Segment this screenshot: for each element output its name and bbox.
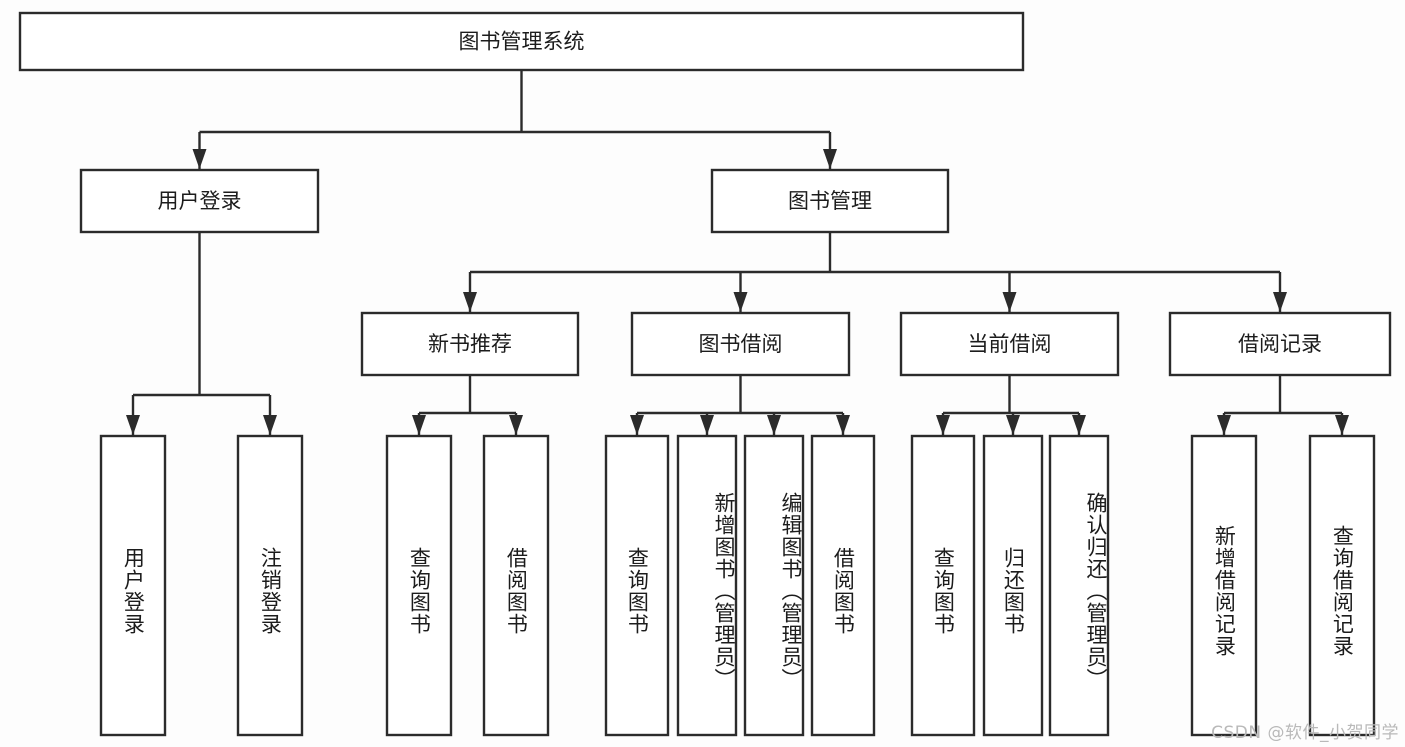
node-box-确认归还管理员[interactable] (1048, 434, 1110, 737)
node-box-用户登录[interactable] (99, 434, 167, 737)
arrow-head-icon (463, 292, 477, 312)
arrow-head-icon (1072, 415, 1086, 435)
node-box-查询图书[interactable] (910, 434, 976, 737)
arrow-head-icon (1273, 292, 1287, 312)
arrow-head-icon (700, 415, 714, 435)
arrow-head-icon (630, 415, 644, 435)
node-box-编辑图书管理员[interactable] (743, 434, 805, 737)
node-box-归还图书[interactable] (982, 434, 1044, 737)
node-label-新书推荐: 新书推荐 (428, 332, 512, 356)
node-box-新增图书管理员[interactable] (676, 434, 738, 737)
node-box-新增借阅记录[interactable] (1190, 434, 1258, 737)
arrow-head-icon (836, 415, 850, 435)
arrow-head-icon (733, 292, 748, 312)
arrow-head-icon (1002, 292, 1017, 312)
node-box-新书推荐[interactable] (360, 311, 580, 377)
node-label-图书管理系统: 图书管理系统 (459, 30, 585, 54)
arrow-head-icon (767, 415, 781, 435)
node-box-用户登录[interactable] (79, 168, 320, 234)
node-box-查询图书[interactable] (604, 434, 670, 737)
arrow-head-icon (823, 149, 837, 169)
node-box-查询借阅记录[interactable] (1308, 434, 1376, 737)
node-box-图书管理系统[interactable] (18, 11, 1025, 72)
arrow-head-icon (509, 415, 523, 435)
node-label-图书借阅: 图书借阅 (699, 332, 783, 356)
arrow-head-icon (263, 415, 277, 435)
arrow-head-icon (192, 149, 207, 169)
arrow-head-icon (1217, 415, 1231, 435)
node-label-用户登录: 用户登录 (158, 189, 242, 213)
node-box-借阅图书[interactable] (810, 434, 876, 737)
node-box-查询图书[interactable] (385, 434, 453, 737)
node-box-当前借阅[interactable] (899, 311, 1120, 377)
node-box-注销登录[interactable] (236, 434, 304, 737)
arrow-head-icon (936, 415, 950, 435)
arrow-head-icon (1335, 415, 1349, 435)
node-box-借阅记录[interactable] (1168, 311, 1392, 377)
node-label-借阅记录: 借阅记录 (1238, 332, 1322, 356)
watermark: CSDN @软件_小贺同学 (1211, 723, 1399, 743)
node-label-图书管理: 图书管理 (788, 189, 872, 213)
node-boxes (18, 11, 1392, 737)
connector-lines (126, 70, 1349, 435)
arrow-head-icon (1006, 415, 1020, 435)
node-box-图书管理[interactable] (710, 168, 950, 234)
arrow-head-icon (412, 415, 426, 435)
node-label-当前借阅: 当前借阅 (968, 332, 1052, 356)
node-box-借阅图书[interactable] (482, 434, 550, 737)
arrow-head-icon (126, 415, 140, 435)
node-box-图书借阅[interactable] (630, 311, 851, 377)
